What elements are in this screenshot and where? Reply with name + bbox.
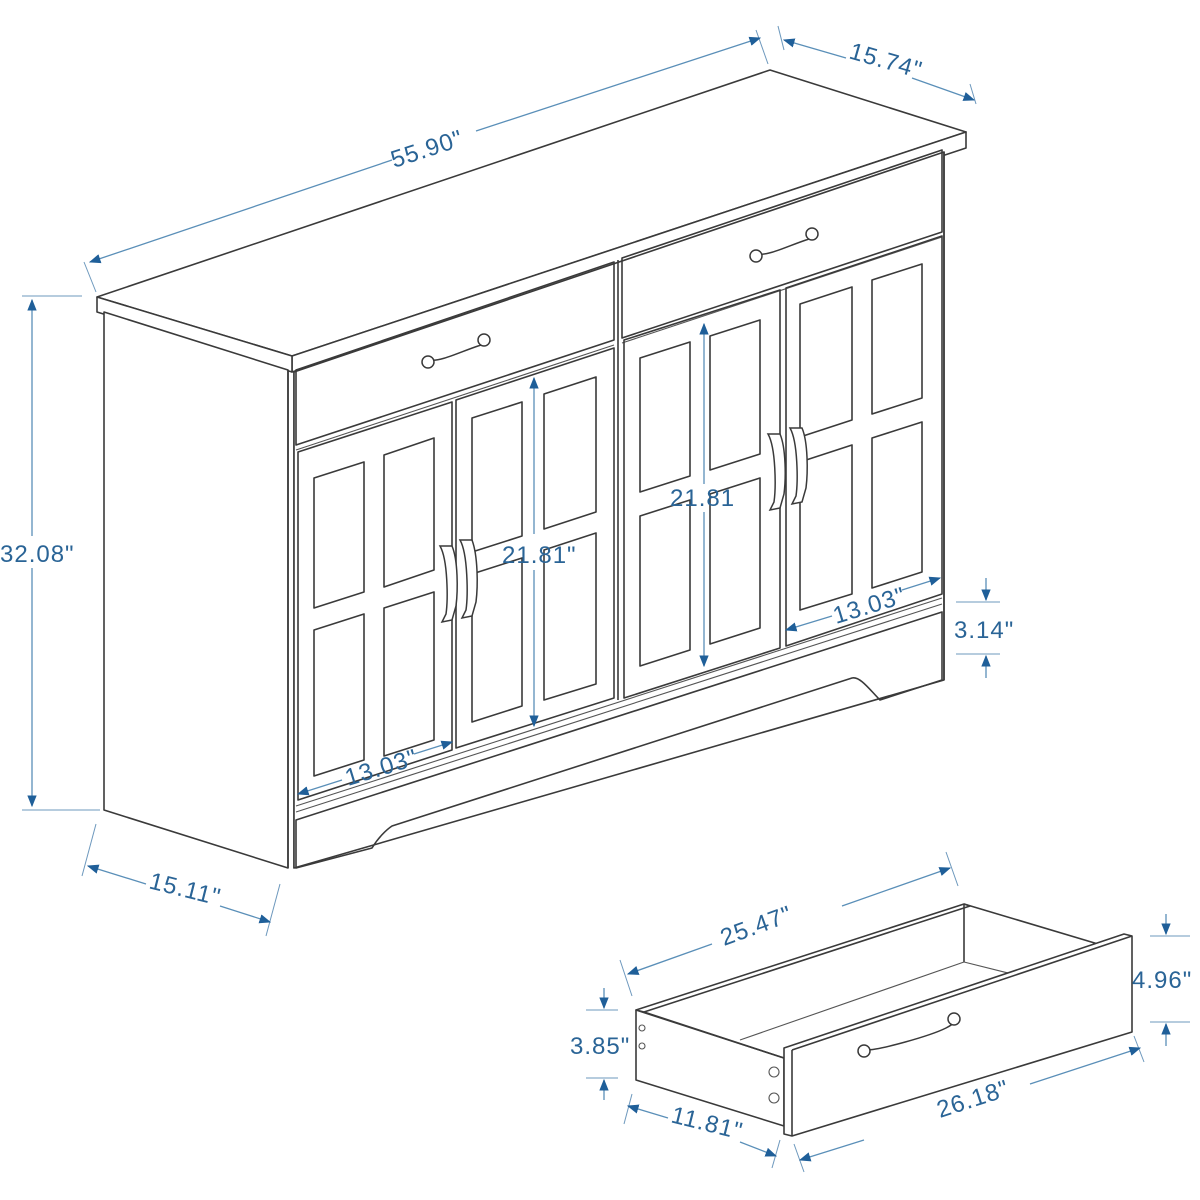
dim-drawer-side-height: 3.85" xyxy=(570,1033,630,1060)
drawer-front-panel xyxy=(783,933,1133,1137)
dim-top-depth: 15.74" xyxy=(846,38,925,85)
cabinet-left-side-panel xyxy=(103,311,289,869)
drawer-handle-right xyxy=(749,227,819,263)
dim-drawer-inner-length: 25.47" xyxy=(717,901,796,952)
cabinet-base-apron xyxy=(295,611,943,869)
cabinet-drawer-left xyxy=(295,261,615,446)
drawer-side-panel xyxy=(635,1009,785,1127)
drawer-drawing xyxy=(635,903,1133,1137)
cabinet-top-side-edge xyxy=(96,296,293,373)
cabinet-doors-right xyxy=(623,235,943,699)
dim-side-depth: 15.11" xyxy=(147,868,224,912)
dim-door-height-right: 21.81 xyxy=(670,485,735,512)
dim-overall-width: 55.90" xyxy=(388,125,467,174)
cabinet-doors-left xyxy=(297,347,615,801)
cabinet-drawing xyxy=(96,69,967,869)
dim-door-height-left: 21.81" xyxy=(502,542,577,569)
drawer-handle-left xyxy=(421,333,491,369)
drawer-front-handle xyxy=(857,1012,961,1058)
dim-overall-height: 32.08" xyxy=(0,541,75,568)
cabinet-drawer-right xyxy=(621,149,943,339)
dim-base-height: 3.14" xyxy=(954,617,1014,644)
dim-drawer-front-height: 4.96" xyxy=(1132,967,1192,994)
